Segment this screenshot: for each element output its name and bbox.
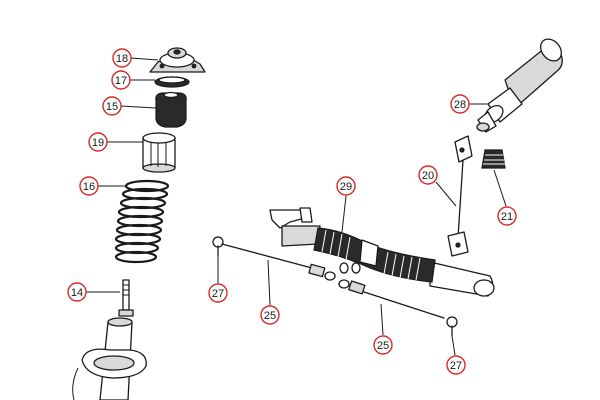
callout-25-upper-ring [260,305,280,325]
sleeve-part [142,132,176,173]
tie-rod-lower-part [338,279,458,337]
callout-20-ring [418,165,438,185]
callout-14-label: 14 [71,287,83,299]
tie-rod-upper-part [212,236,336,281]
callout-14: 14 [67,282,87,302]
callout-19-label: 19 [92,137,104,149]
coil-spring-part [114,179,170,264]
callout-25-lower-label: 25 [377,340,389,352]
callout-27-left-label: 27 [212,288,224,300]
callout-18: 18 [112,48,132,68]
callout-25-upper: 25 [260,305,280,325]
callout-27-right-ring [446,355,466,375]
callout-15: 15 [102,96,122,116]
callout-16-label: 16 [83,181,95,193]
callout-16-ring [79,176,99,196]
callout-15-ring [102,96,122,116]
steering-column-mount-part [476,38,563,133]
callout-27-right-label: 27 [450,360,462,372]
callout-20-label: 20 [422,170,434,182]
callout-19-ring [88,132,108,152]
intermediate-shaft-part [447,135,473,257]
callout-18-label: 18 [116,53,128,65]
small-gaiter-part [481,149,506,169]
callout-25-upper-label: 25 [264,310,276,322]
callout-25-lower: 25 [373,335,393,355]
callout-25-lower-ring [373,335,393,355]
bearing-ring-part [154,76,190,88]
callout-16: 16 [79,176,99,196]
callout-20: 20 [418,165,438,185]
callout-28-label: 28 [454,99,466,111]
callout-21-ring [497,206,517,226]
damper-part [72,279,147,400]
callout-15-label: 15 [106,101,118,113]
callout-27-right: 27 [446,355,466,375]
top-mount-part [149,47,206,73]
callout-29-ring [336,176,356,196]
callout-29-label: 29 [340,181,352,193]
callout-27-left: 27 [208,283,228,303]
lock-nut-parts [339,262,361,274]
callout-17-ring [111,70,131,90]
leader-lines [86,57,507,356]
bump-stop-part [155,91,187,128]
steering-rack-part [269,207,495,297]
callout-29: 29 [336,176,356,196]
callout-21: 21 [497,206,517,226]
callout-27-left-ring [208,283,228,303]
callout-28: 28 [450,94,470,114]
callout-17: 17 [111,70,131,90]
callout-21-label: 21 [501,211,513,223]
callout-18-ring [112,48,132,68]
callout-17-label: 17 [115,75,127,87]
callout-19: 19 [88,132,108,152]
callout-14-ring [67,282,87,302]
callout-28-ring [450,94,470,114]
